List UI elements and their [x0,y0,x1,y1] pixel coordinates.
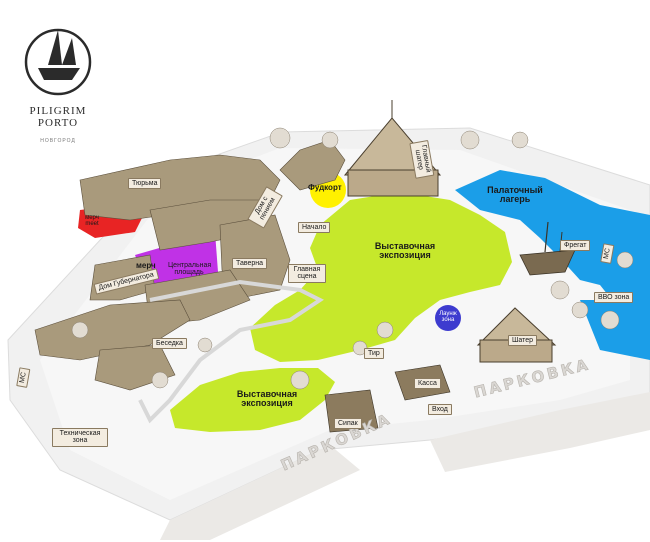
place-tavern[interactable]: Таверна [232,258,268,270]
trees [71,127,634,390]
logo-line1: PILIGRIM [29,105,87,117]
place-vvo-zone[interactable]: ВВО зона [594,292,634,304]
place-scene-start[interactable]: Начало [298,222,331,234]
frigate-graphic [519,221,576,276]
place-cashier[interactable]: Касса [414,378,441,390]
zone-merch-label[interactable]: мерч [136,261,156,270]
zone-foodcourt-label[interactable]: Фудкорт [308,183,342,192]
place-central-square[interactable]: Центральная площадь [168,262,212,277]
place-gazebo[interactable]: Беседка [152,338,187,350]
logo-title: PILIGRIM PORTO [18,105,98,129]
town-walls [138,279,324,424]
zone-expo-lower-label[interactable]: Выставочная экспозиция [236,389,298,409]
logo-city: НОВГОРОД [40,138,76,144]
lounge-area [435,305,461,331]
zone-lounge-label[interactable]: Лаунж зона [439,311,457,324]
place-entrance[interactable]: Вход [428,404,452,416]
place-tent-right[interactable]: Шатер [508,335,538,347]
place-frigate[interactable]: Фрегат [560,240,591,252]
logo-emblem [24,28,92,96]
tent-camp-water [455,170,650,310]
road-right [430,392,650,472]
place-prison[interactable]: Тюрьма [128,178,162,190]
place-stage-small[interactable]: Сипак [334,418,362,430]
river-water [580,300,650,360]
place-shooting[interactable]: Тир [364,348,384,360]
place-tech-zone[interactable]: Техническая зона [52,428,108,447]
road-left [160,445,360,540]
zone-expo-main-label[interactable]: Выставочная экспозиция [374,241,436,261]
zone-merch-small-label[interactable]: мерч meet [85,215,99,228]
logo-line2: PORTO [37,116,79,129]
expo-main-area [250,192,512,362]
zone-tent-camp-label[interactable]: Палаточный лагерь [487,185,543,205]
place-main-stage[interactable]: Главная сцена [288,264,326,283]
